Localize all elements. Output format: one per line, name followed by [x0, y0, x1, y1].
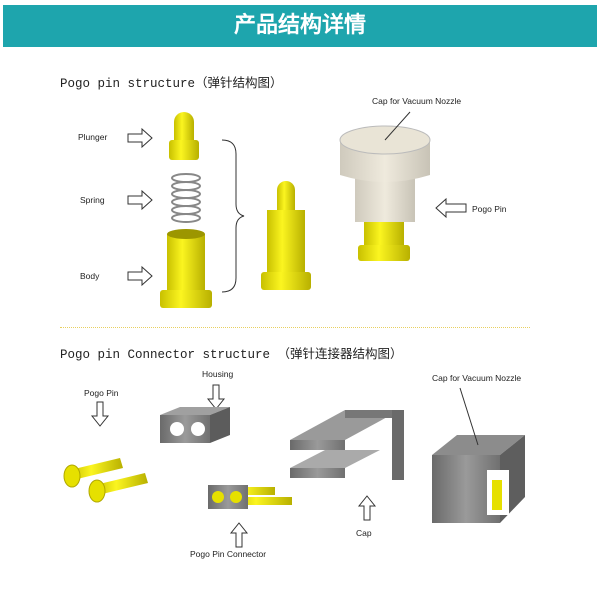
bracket	[221, 139, 245, 293]
label-cap-vacuum-nozzle: Cap for Vacuum Nozzle	[372, 96, 462, 106]
label-housing: Housing	[202, 369, 234, 379]
divider	[60, 327, 530, 328]
label-plunger: Plunger	[78, 132, 108, 142]
header-title: 产品结构详情	[233, 13, 366, 38]
label-pogo-pin-2: Pogo Pin	[84, 388, 119, 398]
label-pogo-pin: Pogo Pin	[472, 204, 507, 214]
vacuum-cap-pogo-pin	[339, 111, 431, 261]
label-cap: Cap	[356, 528, 372, 538]
arrow-icon	[90, 384, 377, 548]
loose-pogo-pins	[63, 458, 148, 503]
spring-part	[171, 173, 201, 223]
section-title-pogo-pin-structure: Pogo pin structure（弹针结构图）	[60, 77, 283, 91]
arrow-icon	[127, 127, 467, 287]
body-part	[160, 229, 212, 308]
plunger-part	[169, 112, 199, 160]
label-spring: Spring	[80, 195, 105, 205]
label-pogo-pin-connector: Pogo Pin Connector	[190, 549, 267, 559]
pogo-pin-connector	[208, 485, 292, 509]
vacuum-nozzle-cap-box	[432, 387, 525, 523]
label-body: Body	[80, 271, 100, 281]
section-title-connector-structure: Pogo pin Connector structure （弹针连接器结构图）	[60, 348, 403, 362]
cap-part	[290, 410, 404, 480]
page-header: 产品结构详情	[3, 5, 597, 47]
label-cap-vacuum-nozzle-2: Cap for Vacuum Nozzle	[432, 373, 522, 383]
assembled-pogo-pin	[261, 181, 311, 290]
housing-part	[160, 407, 230, 443]
